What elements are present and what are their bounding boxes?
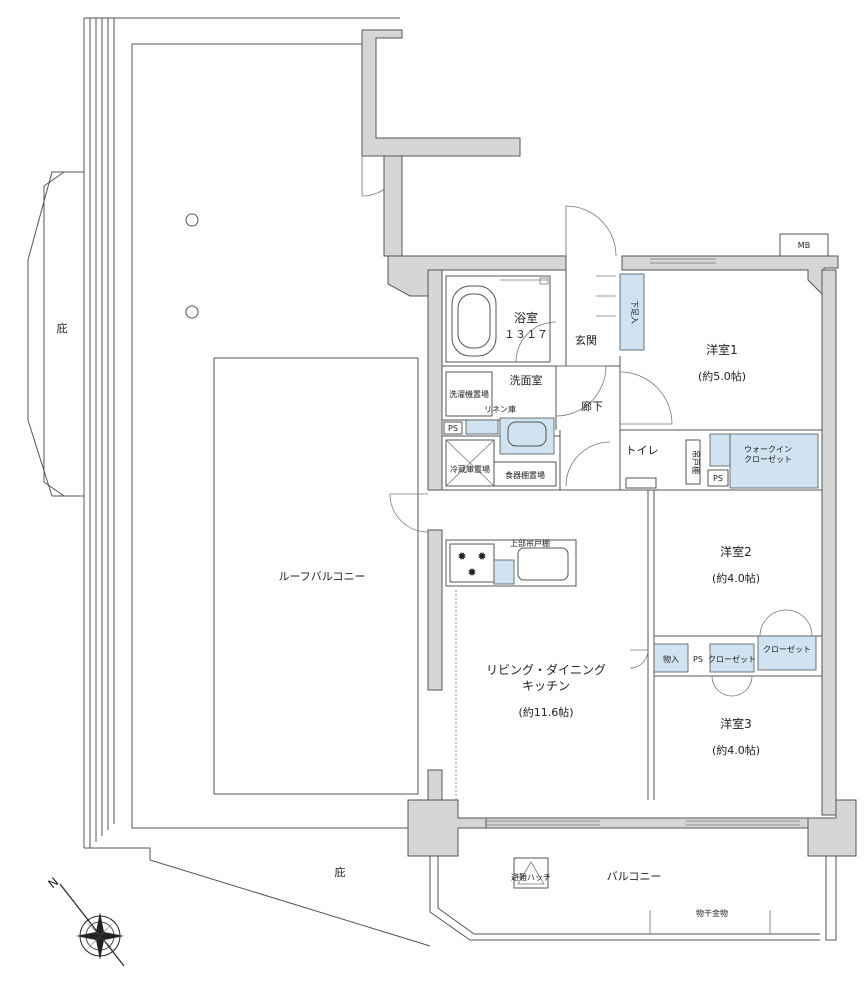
room3-size: (約4.0帖) — [712, 743, 760, 757]
bathroom-label: 浴室 — [514, 310, 538, 325]
windows — [486, 258, 800, 826]
evac-hatch — [513, 857, 549, 889]
upper-wall — [361, 29, 521, 157]
toilet-cabinet — [685, 439, 701, 485]
shoe-box — [619, 273, 645, 351]
burner-icon: ✹ — [477, 550, 486, 563]
exterior-walls — [387, 255, 857, 857]
room2-name: 洋室2 — [720, 544, 752, 559]
shoe-box-label: 下足入 — [630, 300, 639, 324]
shoe-shelf-icon — [596, 275, 616, 317]
cupboard-label: 食器棚置場 — [505, 470, 545, 480]
room3-name: 洋室3 — [720, 716, 752, 731]
washbasin-bowl-icon — [507, 421, 547, 447]
ldk-door-icon — [389, 493, 429, 533]
washroom-label: 洗面室 — [510, 373, 543, 387]
balcony-label: バルコニー — [607, 870, 662, 883]
room3-closet — [709, 643, 755, 673]
mb-box — [779, 233, 829, 257]
roof-balcony-label: ルーフバルコニー — [278, 570, 365, 583]
ps-label: PS — [713, 474, 723, 483]
ldk-size: (約11.6帖) — [518, 705, 573, 719]
room2-closet-label: クローゼット — [763, 644, 811, 654]
cupboard-space — [493, 461, 557, 487]
washer-space — [445, 371, 493, 417]
entrance-door-icon — [565, 205, 617, 257]
sink-icon — [517, 547, 569, 581]
toilet-fixture-icon — [625, 477, 657, 489]
bathtub-inner-icon — [457, 293, 491, 349]
ldk-name: キッチン — [522, 679, 570, 693]
kitchen-cabinet — [493, 559, 515, 585]
washer-label: 洗濯機置場 — [449, 389, 489, 399]
closet-door-icon — [711, 675, 753, 697]
drying-hardware-label: 物干金物 — [696, 908, 728, 918]
ps-box — [443, 421, 463, 435]
ldk-name: リビング・ダイニング — [486, 662, 606, 677]
wall-segment — [383, 155, 403, 257]
roof-balcony-area — [213, 357, 419, 795]
bathroom-size: １３１７ — [504, 328, 548, 341]
drain-icon — [185, 305, 199, 319]
walk-in-closet-door — [709, 433, 731, 467]
bottom-eave-label: 庇 — [335, 865, 346, 879]
entrance-label: 玄関 — [575, 333, 597, 347]
balcony-wall — [825, 855, 837, 941]
roof-balcony-edge — [83, 17, 431, 947]
ps-box — [707, 469, 729, 487]
room3-closet-label: クローゼット — [708, 654, 756, 664]
closet-door-icon — [759, 609, 813, 637]
linen-closet — [465, 419, 499, 435]
upper-cabinet-label: 上部吊戸棚 — [510, 538, 550, 548]
room1-size: (約5.0帖) — [698, 369, 746, 383]
room1-door-icon — [619, 371, 673, 425]
bathroom — [445, 275, 551, 363]
left-eave — [27, 171, 85, 497]
corridor-label: 廊下 — [581, 399, 603, 413]
walk-in-closet-label: クローゼット — [744, 454, 792, 464]
room2-size: (約4.0帖) — [712, 571, 760, 585]
toilet-label: トイレ — [626, 444, 659, 457]
toilet-cabinet-label: 吊戸棚 — [691, 450, 701, 474]
fridge-label: 冷蔵庫置場 — [450, 464, 490, 474]
evac-hatch-label: 避難ハッチ — [511, 872, 551, 882]
burner-icon: ✹ — [457, 550, 466, 563]
linen-label: リネン庫 — [484, 404, 516, 414]
left-eave-label: 庇 — [57, 321, 68, 335]
bath-door-icon — [515, 321, 557, 363]
ps-label: PS — [448, 424, 458, 433]
room2-closet — [757, 635, 817, 671]
burner-icon: ✹ — [467, 566, 476, 579]
room1-name: 洋室1 — [706, 342, 738, 357]
washroom-door-icon — [555, 365, 607, 417]
compass-north-label: N — [45, 875, 61, 891]
storage-door-icon — [629, 649, 649, 669]
mb-label: MB — [798, 241, 810, 250]
evac-hatch-icon — [517, 861, 545, 885]
balcony-outline — [429, 856, 820, 941]
drain-icon — [185, 213, 199, 227]
storage-label: 物入 — [663, 654, 679, 664]
walk-in-closet-label: ウォークイン — [744, 445, 792, 454]
kitchen-counter — [445, 539, 577, 587]
storage-space — [653, 643, 689, 673]
bathtub-icon — [451, 285, 497, 357]
compass-icon — [59, 883, 125, 967]
washbasin — [499, 417, 555, 455]
walk-in-closet — [729, 433, 819, 489]
toilet-door-icon — [565, 441, 611, 487]
ps-label: PS — [693, 655, 703, 664]
